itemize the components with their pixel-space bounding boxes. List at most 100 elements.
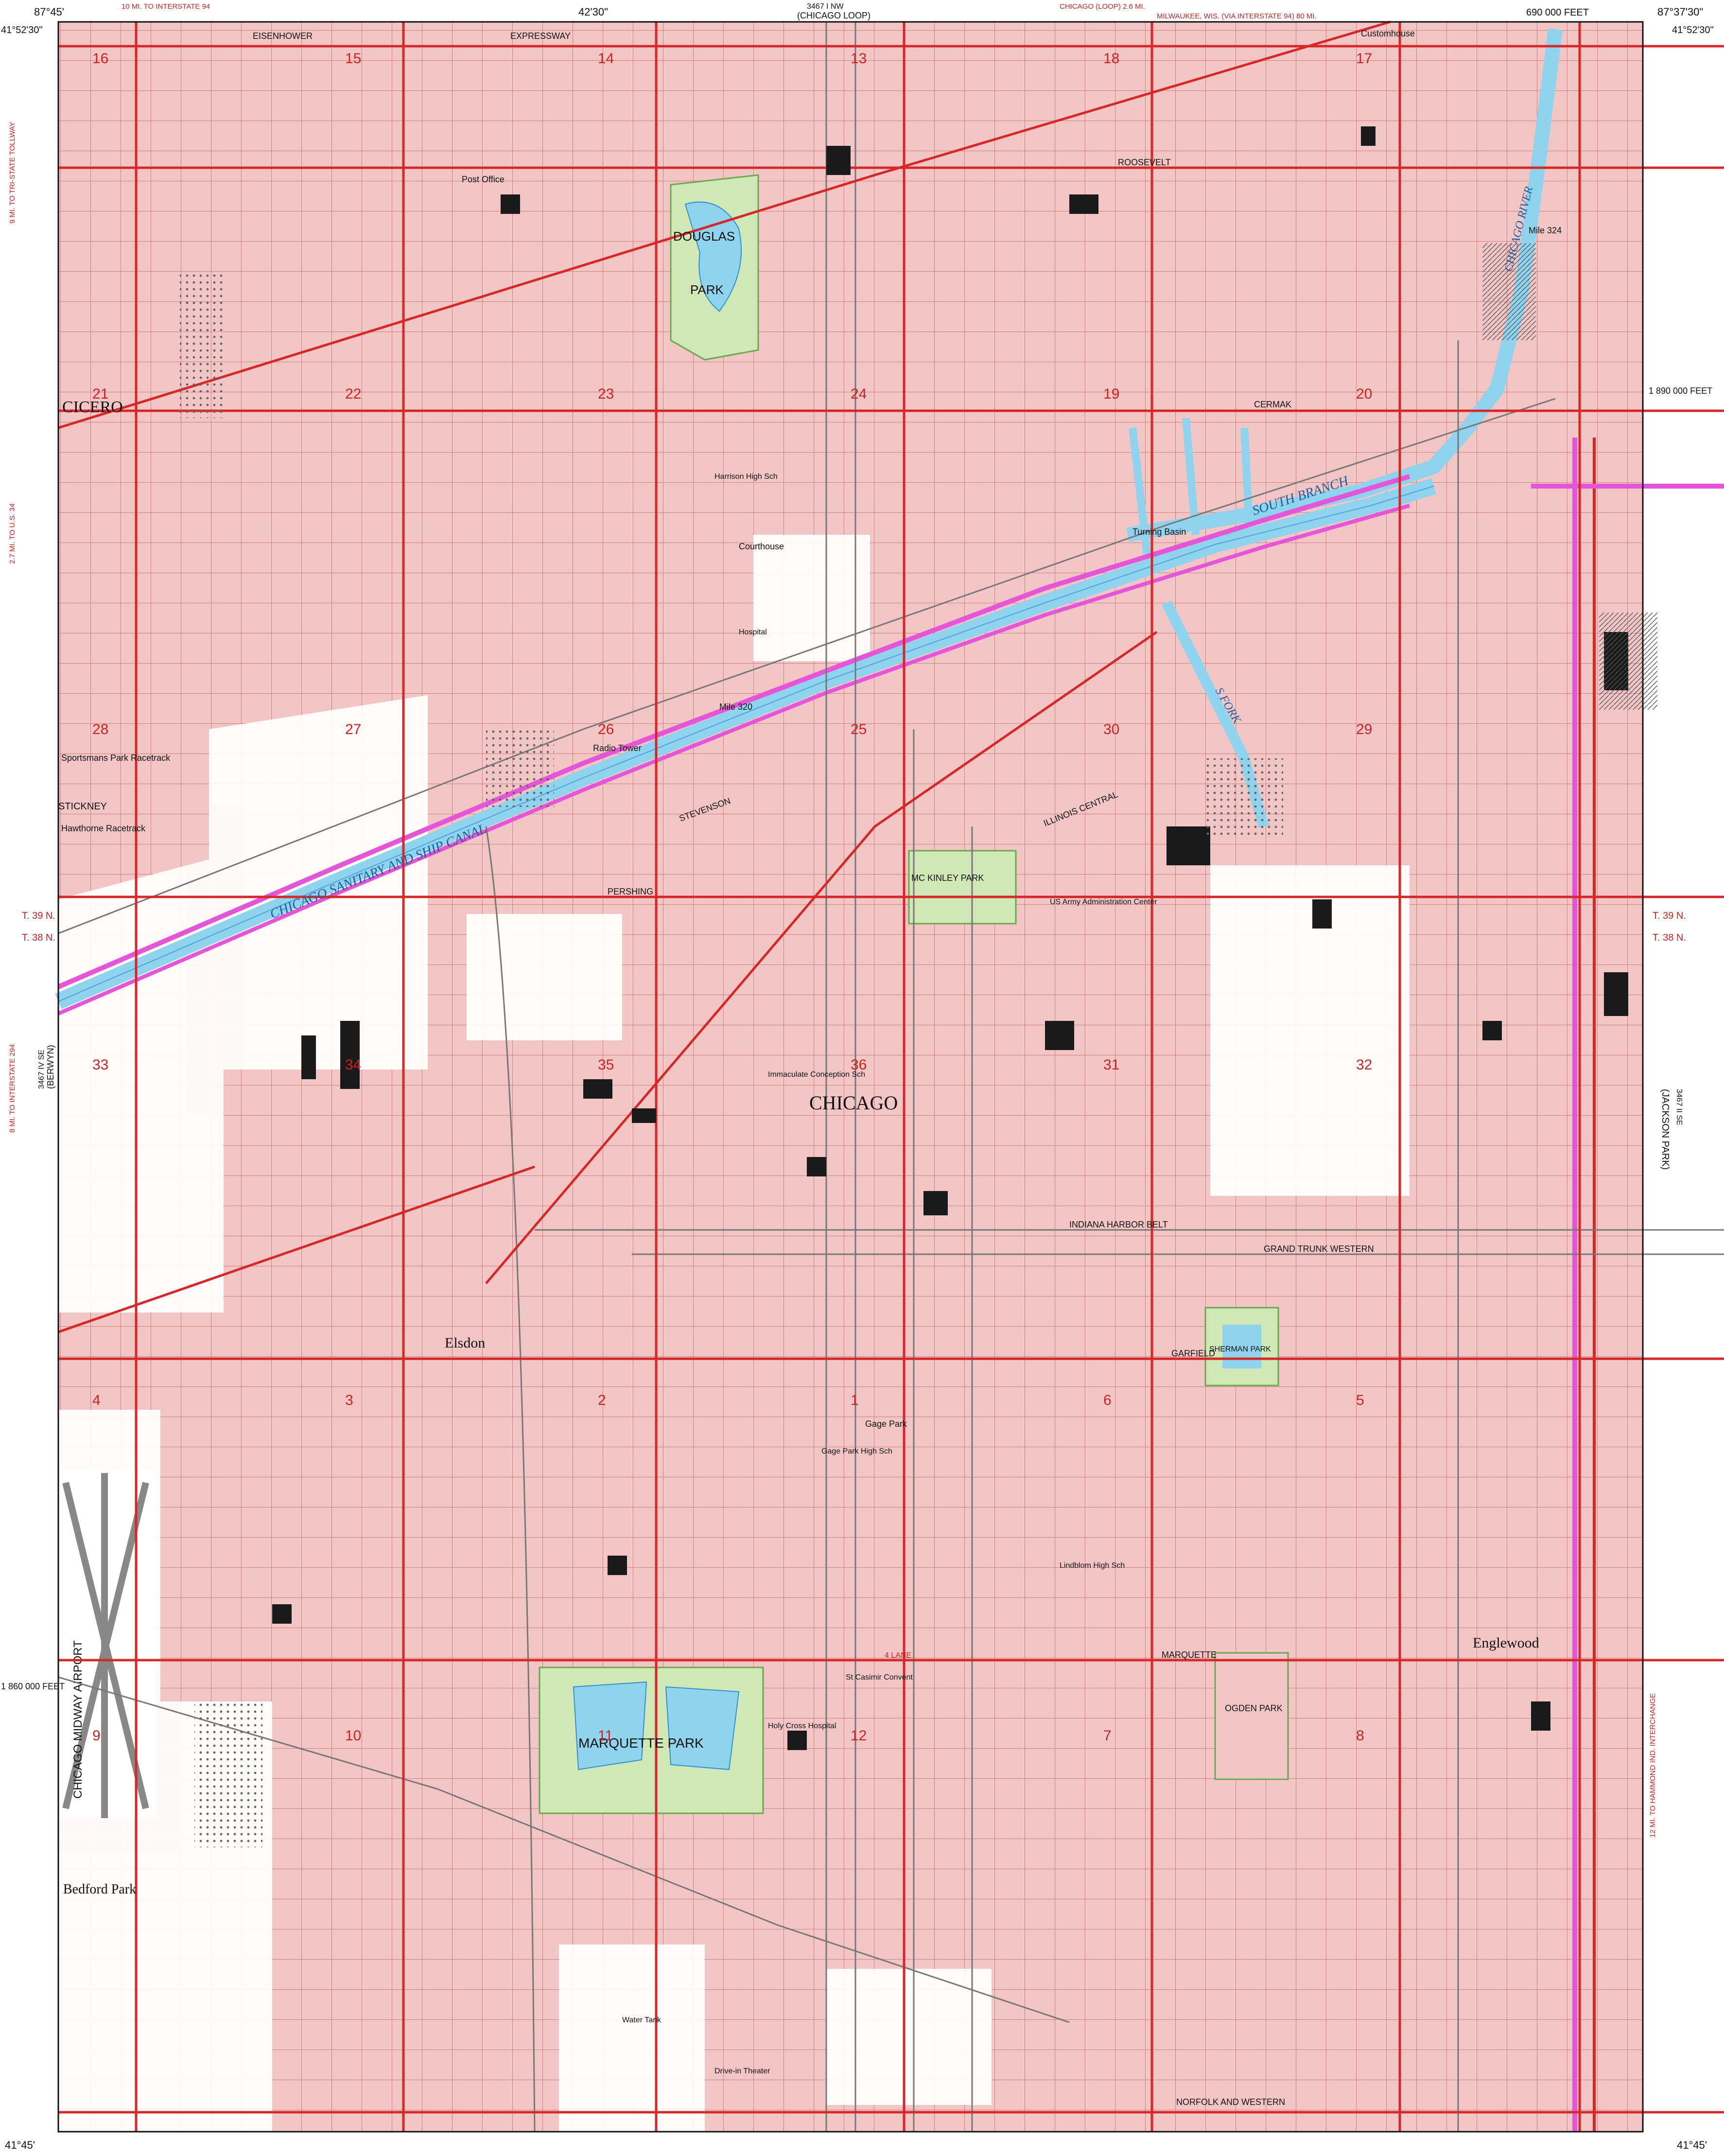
section-number: 6 [1103, 1392, 1112, 1408]
norfolk-label: NORFOLK AND WESTERN [1176, 2097, 1285, 2107]
note-us34: 2.7 MI. TO U.S. 34 [8, 504, 17, 564]
major-roads [58, 20, 1724, 2132]
radio-tower-label: Radio Tower [593, 743, 642, 753]
mckinley-park-label: MC KINLEY PARK [911, 873, 984, 883]
four-lane-label: 4 LANE [885, 1651, 911, 1660]
note-loop: CHICAGO (LOOP) 2.6 MI. [1060, 2, 1145, 11]
township-t39-right: T. 39 N. [1653, 911, 1686, 921]
section-number: 7 [1103, 1728, 1112, 1744]
sportsmans-label: Sportsmans Park Racetrack [61, 753, 171, 763]
section-number: 10 [345, 1728, 361, 1744]
note-interstate94: 10 MI. TO INTERSTATE 94 [122, 2, 210, 11]
section-number: 21 [92, 386, 108, 402]
section-number: 20 [1356, 386, 1372, 402]
cermak-label: CERMAK [1254, 400, 1291, 409]
note-interstate294: 8 MI. TO INTERSTATE 294 [8, 1044, 17, 1133]
section-number: 15 [345, 51, 361, 67]
right-feet: 1 890 000 FEET [1649, 386, 1712, 396]
left-feet-lower: 1 860 000 FEET [1, 1682, 65, 1691]
section-number: 31 [1103, 1057, 1119, 1073]
top-feet: 690 000 FEET [1526, 7, 1589, 18]
section-number: 25 [851, 721, 867, 737]
cicero-label: CICERO [62, 398, 123, 416]
marquette-park-label: MARQUETTE PARK [578, 1735, 704, 1751]
section-number: 13 [851, 51, 867, 67]
stippled-industrial [180, 243, 1657, 1847]
township-t38: T. 38 N. [22, 932, 55, 943]
place-names: CICERO CHICAGO Elsdon Englewood Bedford … [58, 398, 1539, 1897]
st-casimir-label: St Casimir Convent [846, 1673, 913, 1682]
archer-avenue [485, 631, 1158, 1284]
section-number: 26 [598, 721, 614, 737]
lindblom-label: Lindblom High Sch [1060, 1561, 1125, 1570]
section-number: 24 [851, 386, 867, 402]
section-number: 8 [1356, 1728, 1364, 1744]
hospital-label: Hospital [739, 628, 767, 636]
section-number: 32 [1356, 1057, 1372, 1073]
township-t39: T. 39 N. [22, 911, 55, 921]
ogden-avenue [58, 20, 1391, 429]
section-number: 16 [92, 51, 108, 67]
sherman-park-label: SHERMAN PARK [1209, 1345, 1271, 1353]
section-number: 3 [345, 1392, 353, 1408]
section-number: 29 [1356, 721, 1372, 737]
englewood-label: Englewood [1473, 1635, 1539, 1651]
chicago-midway-airport: CHICAGO MIDWAY AIRPORT [58, 1468, 156, 1818]
section-number: 9 [92, 1728, 101, 1744]
drive-in-label: Drive-in Theater [714, 2067, 770, 2075]
section-number: 17 [1356, 51, 1372, 67]
section-number: 36 [851, 1057, 867, 1073]
note-hammond: 12 MI. TO HAMMOND IND. INTERCHANGE [1649, 1693, 1657, 1838]
section-number: 23 [598, 386, 614, 402]
lat-top-left: 41°52'30" [1, 25, 43, 35]
post-office-label: Post Office [462, 175, 505, 184]
garfield-label: GARFIELD [1171, 1349, 1215, 1358]
lat-bottom-right: 41°45' [1677, 2139, 1707, 2151]
parks [539, 174, 1289, 1814]
section-number: 33 [92, 1057, 108, 1073]
section-number: 14 [598, 51, 614, 67]
note-milwaukee: MILWAUKEE, WIS. (VIA INTERSTATE 94) 80 M… [1157, 12, 1317, 20]
lon-top-left: 87°45' [34, 6, 64, 18]
holy-cross-label: Holy Cross Hospital [768, 1722, 836, 1730]
us-army-label: US Army Administration Center [1050, 898, 1157, 906]
section-number: 4 [92, 1392, 101, 1408]
section-number: 27 [345, 721, 361, 737]
landmark-labels: Sportsmans Park Racetrack Hawthorne Race… [61, 29, 1415, 2075]
elsdon-label: Elsdon [445, 1335, 485, 1351]
left-quad-code: 3467 IV SE [37, 1050, 46, 1089]
ogden-park-label: OGDEN PARK [1225, 1703, 1283, 1713]
mile-320-label: Mile 320 [719, 702, 752, 712]
pershing-label: PERSHING [608, 887, 653, 896]
expressway-label: EXPRESSWAY [510, 31, 571, 41]
marquette-road-label: MARQUETTE [1162, 1650, 1217, 1660]
neatline [57, 21, 1644, 2133]
courthouse-label: Courthouse [739, 542, 784, 551]
hawthorne-label: Hawthorne Racetrack [61, 824, 146, 833]
indiana-harbor-label: INDIANA HARBOR BELT [1069, 1220, 1168, 1229]
mile-324-label: Mile 324 [1529, 226, 1562, 235]
section-number: 12 [851, 1728, 867, 1744]
gage-park-label: Gage Park [865, 1419, 907, 1429]
lon-top-right: 87°37'30" [1657, 6, 1703, 18]
customhouse-label: Customhouse [1361, 29, 1415, 38]
section-number: 1 [851, 1392, 859, 1408]
grand-trunk-label: GRAND TRUNK WESTERN [1264, 1244, 1374, 1254]
stickney-label: STICKNEY [58, 801, 107, 812]
section-number: 5 [1356, 1392, 1364, 1408]
left-quad-name: (BERWYN) [46, 1045, 55, 1089]
ogden-park [1214, 1652, 1289, 1780]
section-number: 35 [598, 1057, 614, 1073]
top-quad-note: 3467 I NW [807, 2, 844, 11]
section-number: 18 [1103, 51, 1119, 67]
top-quad-name: (CHICAGO LOOP) [797, 11, 871, 20]
douglas-park-label: DOUGLAS [673, 229, 735, 244]
lat-top-right: 41°52'30" [1672, 25, 1714, 35]
section-number: 22 [345, 386, 361, 402]
section-number: 19 [1103, 386, 1119, 402]
mckinley-park [908, 850, 1017, 925]
douglas-park-label-2: PARK [690, 282, 724, 297]
lat-bottom-left: 41°45' [5, 2139, 35, 2151]
right-quad-code: 3467 II SE [1675, 1089, 1683, 1125]
